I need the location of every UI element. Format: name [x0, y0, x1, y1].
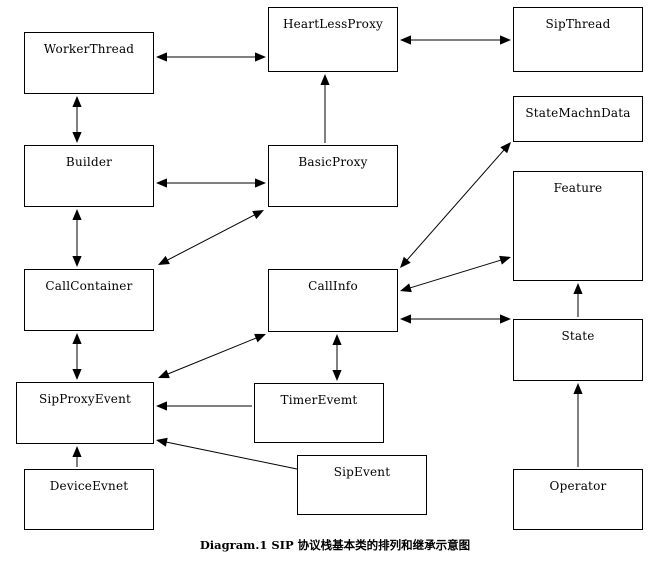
arrowhead-end: [72, 369, 82, 380]
node-feature[interactable]: Feature: [513, 171, 643, 281]
arrowhead-end: [72, 446, 82, 457]
edge-callinfo-feature: [400, 255, 511, 293]
arrowhead-start: [400, 256, 411, 268]
edge-builder-callcontainer: [72, 209, 82, 267]
edge-callcontainer-basicproxy: [158, 210, 264, 265]
arrowhead-end: [500, 142, 511, 154]
node-callcontainer[interactable]: CallContainer: [24, 269, 154, 331]
edge-timerevemt-sipproxyevent: [156, 401, 252, 411]
node-label: CallInfo: [308, 279, 358, 293]
edge-deviceevnet-sipproxyevent: [72, 446, 82, 467]
arrowhead-end: [320, 74, 330, 85]
node-builder[interactable]: Builder: [24, 145, 154, 207]
node-deviceevnet[interactable]: DeviceEvnet: [24, 469, 154, 530]
node-sipproxyevent[interactable]: SipProxyEvent: [16, 382, 154, 444]
edge-line: [163, 441, 298, 470]
node-workerthread[interactable]: WorkerThread: [24, 32, 154, 94]
node-label: State: [561, 329, 595, 343]
node-basicproxy[interactable]: BasicProxy: [268, 145, 398, 207]
arrowhead-end: [156, 401, 167, 411]
arrowhead-end: [499, 255, 511, 265]
arrowhead-start: [72, 333, 82, 344]
arrowhead-end: [156, 437, 168, 447]
node-label: HeartLessProxy: [282, 17, 384, 31]
edge-operator-state: [573, 383, 583, 467]
arrowhead-end: [255, 178, 266, 188]
edge-callinfo-timerevemt: [332, 334, 342, 381]
edge-sipproxyevent-callinfo: [158, 333, 266, 379]
arrowhead-end: [332, 370, 342, 381]
arrowhead-start: [332, 334, 342, 345]
arrowhead-end: [500, 314, 511, 324]
arrowhead-start: [158, 369, 170, 379]
edge-state-feature: [573, 283, 583, 317]
edge-line: [405, 147, 506, 263]
node-label: DeviceEvnet: [49, 479, 129, 493]
node-label: SipEvent: [333, 465, 391, 479]
arrowhead-end: [573, 383, 583, 394]
node-label: SipThread: [545, 17, 611, 31]
edge-workerthread-builder: [72, 96, 82, 143]
arrowhead-start: [156, 178, 167, 188]
node-label: WorkerThread: [43, 42, 135, 56]
edge-callinfo-state: [400, 314, 511, 324]
node-sipthread[interactable]: SipThread: [513, 7, 643, 72]
node-label: Feature: [553, 181, 603, 195]
arrowhead-start: [400, 314, 411, 324]
edge-heartlessproxy-sipthread: [400, 35, 511, 45]
edge-line: [165, 213, 257, 262]
edge-builder-basicproxy: [156, 178, 266, 188]
arrowhead-end: [255, 52, 266, 62]
edge-callcontainer-sipproxyevent: [72, 333, 82, 380]
node-sipevent[interactable]: SipEvent: [297, 455, 427, 515]
node-label: Operator: [549, 479, 607, 493]
node-label: CallContainer: [45, 279, 133, 293]
node-label: BasicProxy: [298, 155, 368, 169]
node-state[interactable]: State: [513, 319, 643, 381]
edge-callinfo-statemachndata: [400, 142, 511, 268]
arrowhead-start: [158, 255, 170, 265]
arrowhead-start: [400, 35, 411, 45]
edge-sipevent-sipproxyevent: [156, 437, 298, 470]
node-heartlessproxy[interactable]: HeartLessProxy: [268, 7, 398, 72]
arrowhead-end: [254, 333, 266, 343]
arrowhead-end: [72, 256, 82, 267]
node-timerevemt[interactable]: TimerEvemt: [254, 383, 384, 443]
arrowhead-start: [72, 209, 82, 220]
diagram-caption: Diagram.1 SIP 协议栈基本类的排列和继承示意图: [199, 538, 471, 552]
arrowhead-start: [400, 283, 412, 293]
edge-workerthread-heartlessproxy: [156, 52, 266, 62]
edge-basicproxy-heartlessproxy: [320, 74, 330, 143]
arrowhead-end: [573, 283, 583, 294]
node-label: TimerEvemt: [280, 393, 358, 407]
node-label: SipProxyEvent: [38, 392, 132, 406]
edge-line: [407, 258, 504, 290]
arrowhead-start: [156, 52, 167, 62]
node-label: Builder: [65, 155, 113, 169]
node-operator[interactable]: Operator: [513, 469, 643, 530]
node-callinfo[interactable]: CallInfo: [268, 269, 398, 332]
arrowhead-end: [252, 210, 264, 220]
node-label: StateMachnData: [525, 106, 631, 120]
arrowhead-end: [500, 35, 511, 45]
edge-line: [165, 336, 259, 376]
node-statemachndata[interactable]: StateMachnData: [513, 96, 643, 142]
arrowhead-end: [72, 132, 82, 143]
arrowhead-start: [72, 96, 82, 107]
